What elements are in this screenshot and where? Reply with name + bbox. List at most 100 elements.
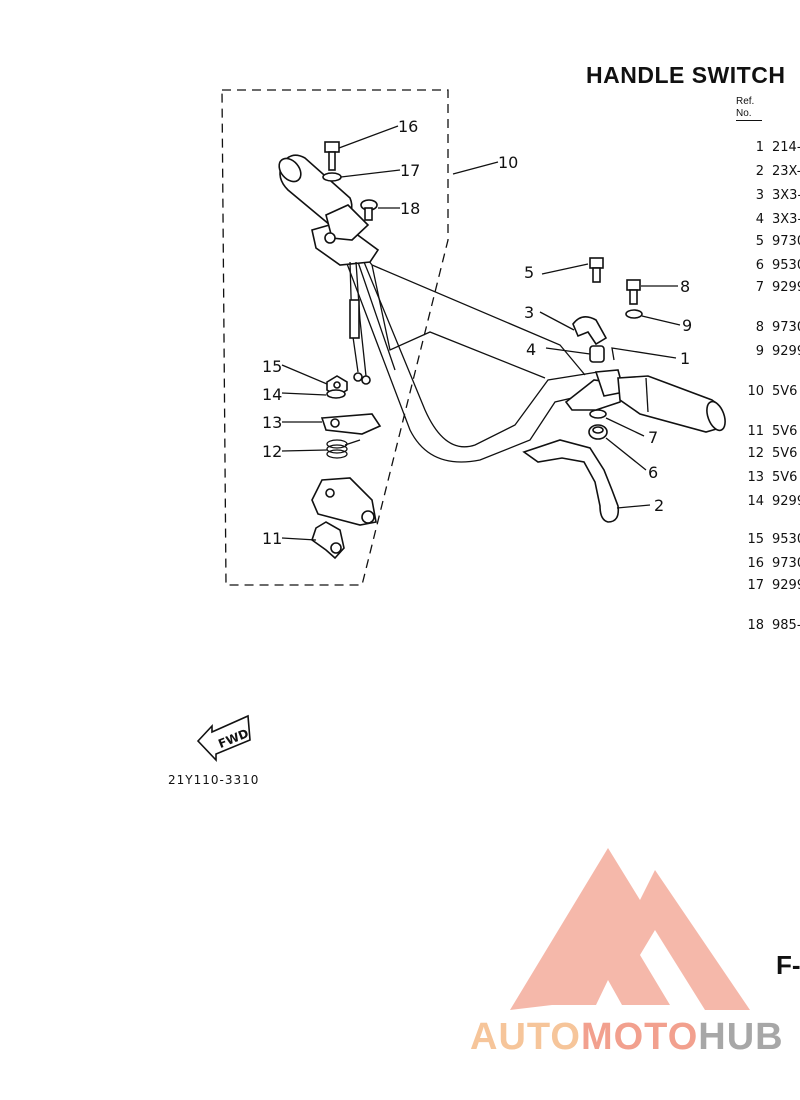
bolt-16 [324, 141, 340, 171]
bolt-5 [589, 257, 604, 283]
ref-no: 12 [747, 446, 764, 461]
table-row: 8 9730 [736, 320, 800, 335]
callout-label: 2 [654, 496, 664, 515]
part-number: 985- [772, 618, 800, 633]
right-grip [617, 375, 726, 433]
ref-header-line2: No. [736, 108, 752, 119]
page-code: F- [776, 950, 800, 980]
table-row: 17 9299 [736, 578, 800, 593]
callout-label: 1 [680, 349, 690, 368]
part-number: 9730 [772, 234, 800, 249]
washer-14 [326, 389, 346, 399]
ref-no: 13 [747, 470, 764, 485]
callout-label: 17 [400, 161, 420, 180]
callout-label: 7 [648, 428, 658, 447]
watermark-brand: AUTOMOTOHUB [470, 1016, 784, 1059]
part-number: 5V6 [772, 424, 798, 439]
illustration-code: 21Y110-3310 [168, 773, 260, 787]
brand-part-auto: AUTO [470, 1016, 581, 1058]
washer-17 [322, 172, 342, 182]
ref-no: 14 [747, 494, 764, 509]
table-row: 11 5V6 [736, 424, 797, 439]
lever-holder-1 [564, 369, 625, 411]
spring-12 [326, 439, 361, 459]
part-number: 9299 [772, 280, 800, 295]
table-row: 7 9299 [736, 280, 800, 295]
switch-wires [349, 261, 371, 385]
callout-label: 13 [262, 413, 282, 432]
ref-no: 1 [755, 140, 764, 155]
callout-label: 14 [262, 385, 282, 404]
ref-no: 2 [755, 164, 764, 179]
left-switch-housing [311, 204, 380, 266]
ref-no: 9 [755, 344, 764, 359]
part-number: 9530 [772, 258, 800, 273]
brand-part-hub: HUB [698, 1016, 784, 1058]
table-row: 15 9530 [736, 532, 800, 547]
fwd-arrow-icon: FWD [196, 714, 251, 763]
table-row: 14 9299 [736, 494, 800, 509]
brand-part-moto: MOTO [580, 1016, 699, 1058]
callout-label: 12 [262, 442, 282, 461]
part-number: 9730 [772, 556, 800, 571]
callout-label: 8 [680, 277, 690, 296]
page-title: HANDLE SWITCH [586, 62, 786, 88]
callout-label: 11 [262, 529, 282, 548]
ref-no: 17 [747, 578, 764, 593]
leader-lines [281, 125, 681, 541]
part-number: 9299 [772, 494, 800, 509]
ref-no: 6 [755, 258, 764, 273]
brake-lever-2 [522, 439, 620, 523]
table-row: 169730 [736, 556, 800, 571]
ref-no: 11 [747, 424, 764, 439]
table-row: 6 9530 [736, 258, 800, 273]
screw-18 [360, 199, 378, 221]
plate-13 [320, 413, 382, 435]
ref-no: 8 [755, 320, 764, 335]
ref-no: 3 [755, 188, 764, 203]
callout-label: 18 [400, 199, 420, 218]
part-number: 9530 [772, 532, 800, 547]
throttle-housing [311, 477, 377, 526]
header-underline [736, 120, 762, 121]
bolt-8 [626, 279, 641, 305]
ref-no: 5 [755, 234, 764, 249]
table-row: 10 5V6 [736, 384, 797, 399]
part-number: 3X3- [772, 188, 800, 203]
part-number: 5V6 [772, 446, 798, 461]
table-row: 12 5V6 [736, 446, 797, 461]
callout-label: 9 [682, 316, 692, 335]
part-number: 5V6 [772, 470, 798, 485]
part-number: 214- [772, 140, 800, 155]
part-number: 5V6 [772, 384, 798, 399]
ref-no: 15 [747, 532, 764, 547]
switch-assembly-boundary [221, 89, 449, 586]
table-row: 3 3X3- [736, 188, 800, 203]
left-grip [278, 154, 353, 226]
part-number: 9730 [772, 320, 800, 335]
watermark-logo-icon [510, 848, 750, 1010]
table-row: 9 9299 [736, 344, 800, 359]
ref-no: 10 [747, 384, 764, 399]
part-number: 23X- [772, 164, 800, 179]
spacer-4 [589, 345, 605, 363]
table-row: 13 5V6 [736, 470, 797, 485]
part-number: 9299 [772, 578, 800, 593]
ref-no-header: Ref. No. [736, 96, 762, 121]
nut-6 [588, 424, 608, 440]
callout-label: 3 [524, 303, 534, 322]
washer-9 [625, 309, 643, 319]
ref-header-line1: Ref. [736, 96, 755, 107]
callout-label: 5 [524, 263, 534, 282]
clamp-3 [572, 316, 608, 346]
part-number: 9299 [772, 344, 800, 359]
table-row: 1 214- [736, 140, 800, 155]
callout-labels: 16 17 10 18 5 8 3 9 4 1 15 14 13 12 7 6 … [262, 117, 692, 548]
table-row: 5 9730 [736, 234, 800, 249]
part-number: 3X3- [772, 212, 800, 227]
ref-no: 7 [755, 280, 764, 295]
washer-7 [589, 409, 607, 419]
callout-label: 10 [498, 153, 518, 172]
